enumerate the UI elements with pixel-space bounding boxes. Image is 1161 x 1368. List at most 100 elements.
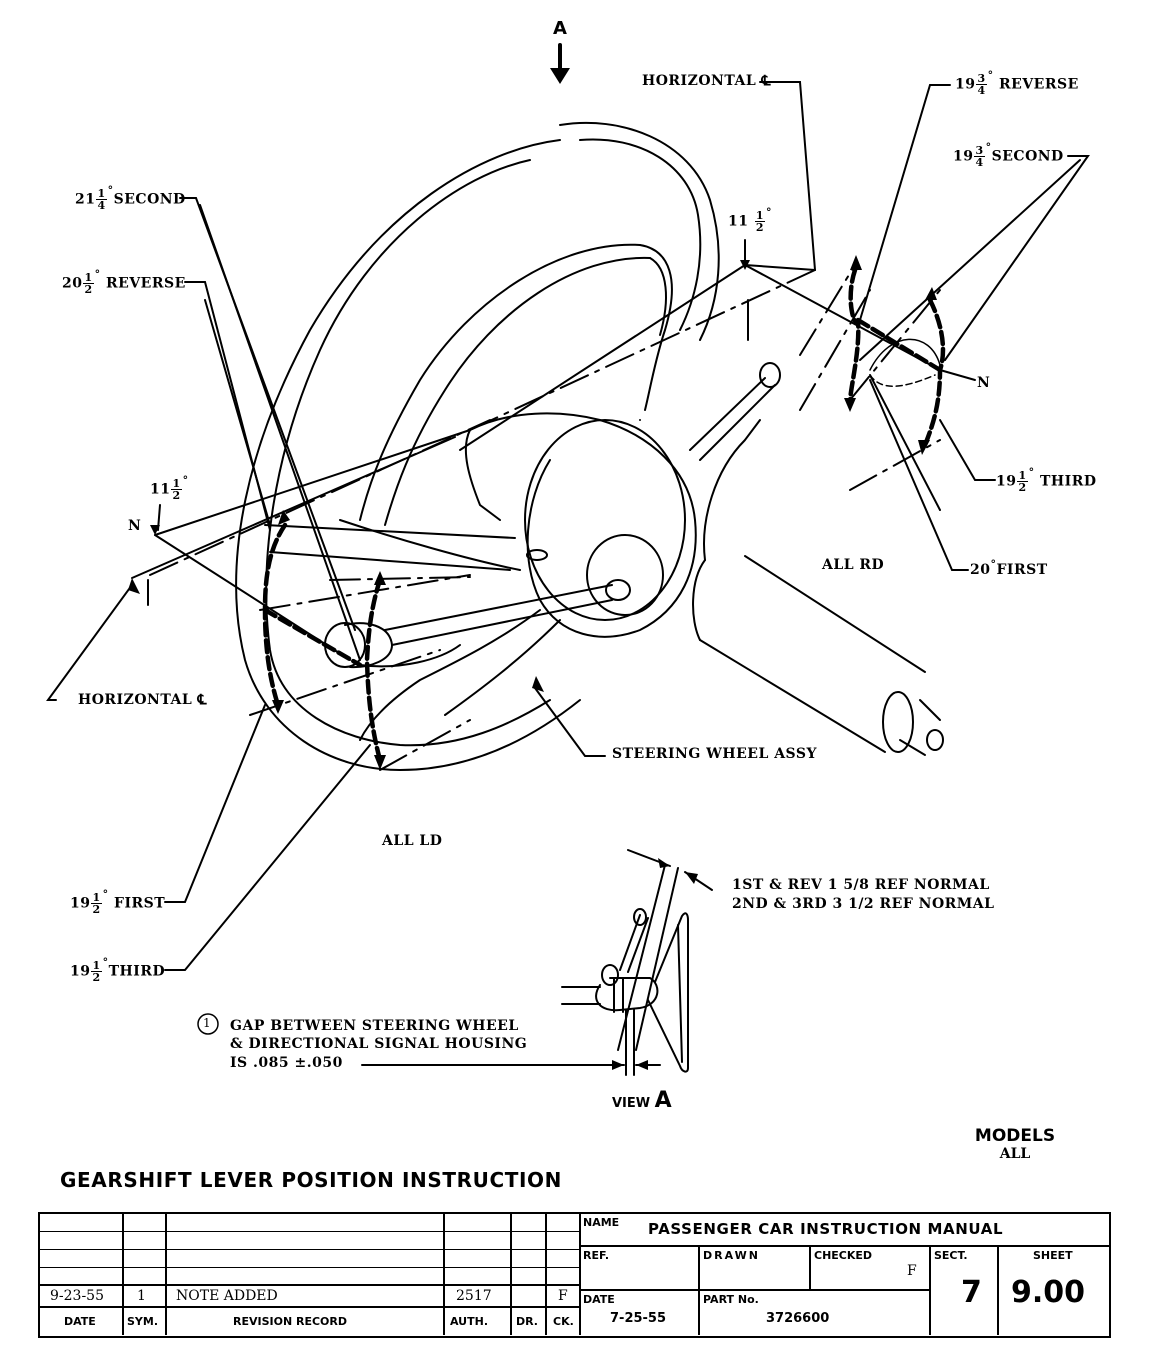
horizontal-centerline-ld-label: HORIZONTAL ℄ [78,692,208,708]
section-cell: SECT. 7 [931,1247,999,1335]
header-sym: SYM. [127,1315,159,1328]
rd-third-text: THIRD [1040,473,1097,490]
rd-first-angle-label: 20°FIRST [970,558,1048,578]
degree-sign: ° [107,184,114,197]
revision-row: 9-23-55 1 NOTE ADDED 2517 F [40,1288,580,1308]
rd-neutral-label: N [977,375,991,391]
rd-second-whole: 19 [953,148,974,165]
steering-column [692,419,944,756]
header-revision-record: REVISION RECORD [233,1315,348,1328]
frac-num: 1 [754,209,766,222]
rd-arrowheads [844,255,937,455]
rd-angle-whole: 11 [728,213,749,230]
note-line-2: & DIRECTIONAL SIGNAL HOUSING [230,1036,528,1052]
ref-label: REF. [583,1249,610,1262]
view-a-marker-label: A [553,18,568,39]
frac-den: 2 [172,489,181,502]
rd-first-text: FIRST [996,562,1048,578]
ld-reverse-text: REVERSE [106,275,186,292]
divider [579,1214,581,1335]
rd-center-lines [459,159,1081,511]
drawn-cell: DRAWN [700,1247,811,1291]
note-line-3: IS .085 ±.050 [230,1055,343,1071]
steering-wheel-assy-label: STEERING WHEEL ASSY [612,746,817,762]
frac-num: 3 [976,72,987,85]
view-a-caption-letter: A [654,1088,672,1113]
revision-row-blank [40,1214,580,1232]
drawing-info: NAME PASSENGER CAR INSTRUCTION MANUAL RE… [580,1214,1110,1335]
header-dr: DR. [516,1315,538,1328]
all-ld-label: ALL LD [382,833,443,849]
view-a-arrow-icon [550,43,570,84]
revision-sym: 1 [137,1288,146,1304]
title-block: 9-23-55 1 NOTE ADDED 2517 F DATE SYM. RE… [38,1212,1111,1338]
degree-sign: ° [102,888,109,901]
degree-sign: ° [766,206,773,219]
section-value: 7 [961,1275,982,1310]
date-label: DATE [583,1293,615,1306]
sheet-cell: SHEET 9.00 [999,1247,1110,1335]
name-value: PASSENGER CAR INSTRUCTION MANUAL [648,1220,1004,1238]
section-label: SECT. [934,1249,968,1262]
revision-record-text: NOTE ADDED [176,1288,278,1304]
revision-date: 9-23-55 [50,1288,104,1304]
ld-neutral-label: N [128,518,142,534]
models-block: MODELS ALL [960,1126,1070,1162]
ld-third-whole: 19 [70,963,91,980]
note-line-1: GAP BETWEEN STEERING WHEEL [230,1018,519,1034]
checked-cell: CHECKED F [811,1247,931,1291]
name-cell: NAME PASSENGER CAR INSTRUCTION MANUAL [580,1214,1110,1247]
ld-second-whole: 21 [75,191,96,208]
date-cell: DATE 7-25-55 [580,1291,700,1335]
frac-num: 1 [91,891,102,904]
header-date: DATE [64,1315,96,1328]
divider [165,1214,167,1335]
frac-num: 1 [83,271,94,284]
divider [443,1214,445,1335]
frac-den: 2 [1018,481,1027,494]
frac-num: 3 [974,144,985,157]
steering-hub [464,412,697,638]
steering-wheel-rim [235,121,720,772]
all-rd-label: ALL RD [822,557,885,573]
frac-num: 1 [171,477,182,490]
degree-sign: ° [990,558,997,571]
steering-spokes [264,519,561,741]
frac-num: 1 [96,187,107,200]
view-a-spec-second-third: 2ND & 3RD 3 1/2 REF NORMAL [732,896,995,912]
rd-shift-arcs [847,267,946,448]
note-number: 1 [203,1016,212,1030]
rd-third-whole: 19 [996,473,1017,490]
view-a-caption: VIEW A [612,1088,672,1113]
revision-auth: 2517 [456,1288,492,1304]
rd-second-text: SECOND [991,148,1064,165]
frac-num: 1 [1017,469,1028,482]
revision-row-blank [40,1250,580,1268]
frac-den: 4 [977,84,986,97]
frac-den: 4 [97,199,106,212]
sheet-value: 9.00 [1011,1275,1086,1310]
turn-signal-lever [689,362,781,461]
degree-sign: ° [985,141,992,154]
leader-lines [46,81,1090,971]
frac-den: 2 [84,283,93,296]
divider [122,1214,124,1335]
revision-record: 9-23-55 1 NOTE ADDED 2517 F DATE SYM. RE… [40,1214,581,1335]
view-a-detail [197,849,713,1076]
drawn-label: DRAWN [703,1249,760,1262]
ld-angle-whole: 11 [150,481,171,498]
rd-first-whole: 20 [970,562,991,578]
page-title: GEARSHIFT LEVER POSITION INSTRUCTION [60,1168,562,1192]
ld-second-text: SECOND [113,191,186,208]
